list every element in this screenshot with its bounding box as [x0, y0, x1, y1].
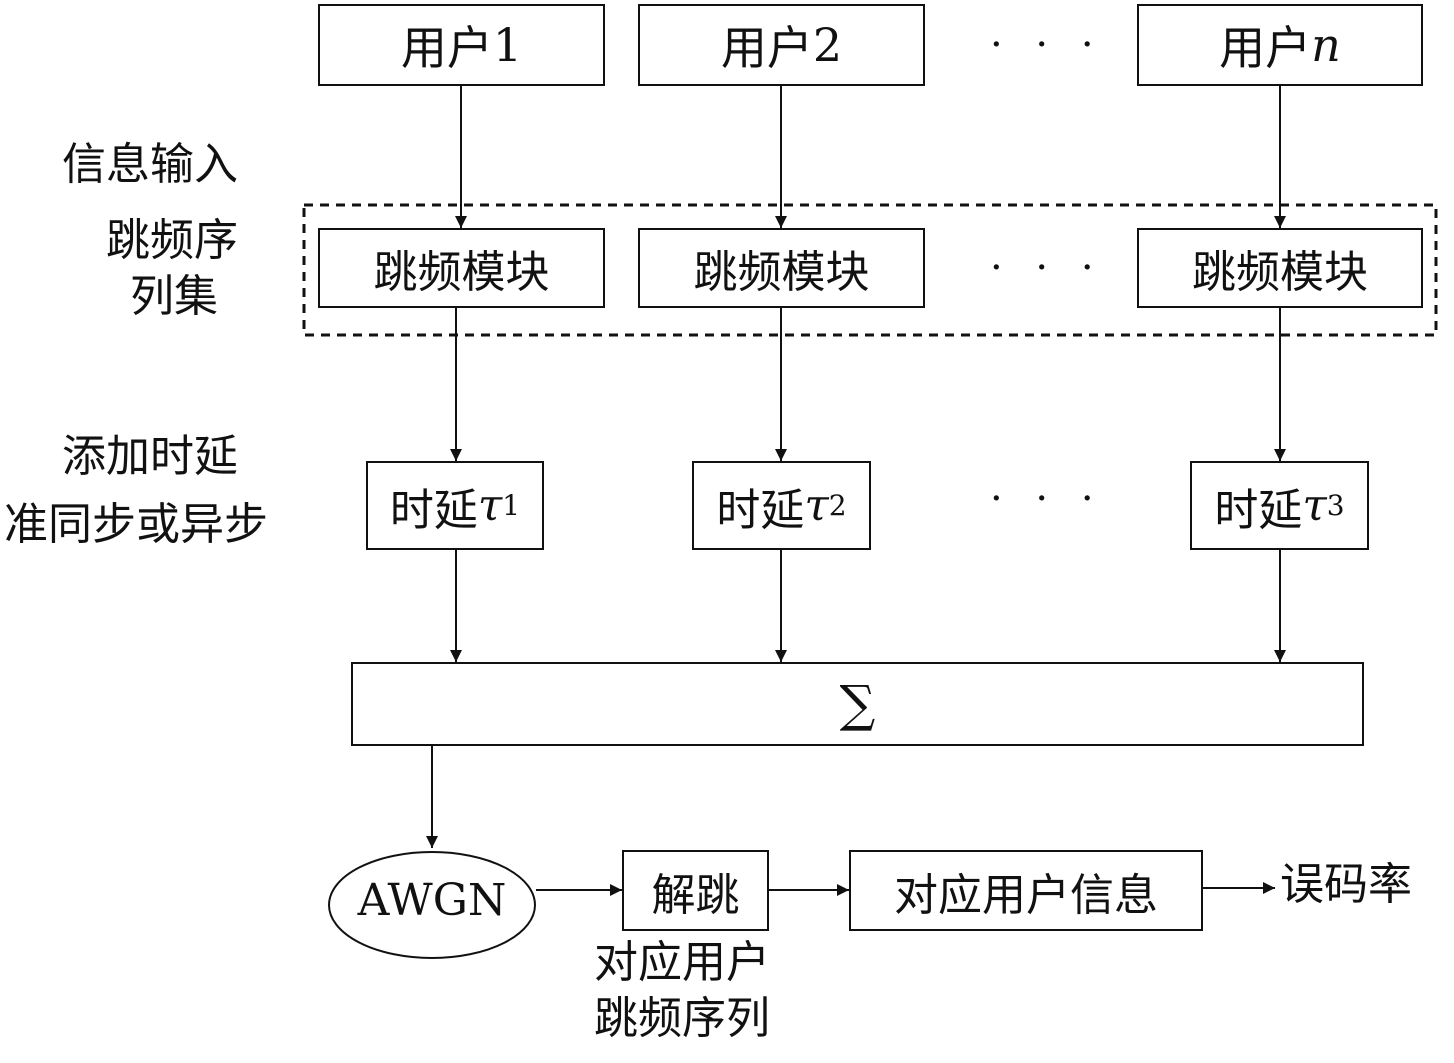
- delay-label-3: 时延: [1214, 484, 1303, 536]
- dehop-note-line1: 对应用户: [594, 937, 770, 988]
- hop-set-label-line2: 列集: [130, 271, 218, 322]
- user-index-1: 1: [492, 18, 523, 72]
- dehop-note-line2: 跳频序列: [594, 993, 770, 1044]
- hop-module-1: 跳频模块: [318, 228, 605, 308]
- hop-sequence-set-boundary: [302, 203, 1438, 337]
- ellipsis-delay: · · ·: [990, 476, 1104, 522]
- delay-symbol-2: τ: [804, 480, 829, 531]
- dehop-box: 解跳: [622, 850, 769, 931]
- ellipsis-users: · · ·: [990, 22, 1104, 68]
- hop-module-2: 跳频模块: [638, 228, 925, 308]
- user-label-2: 用户: [720, 21, 813, 75]
- delay-label-2: 时延: [716, 484, 805, 536]
- user-label-n: 用户: [1219, 21, 1312, 75]
- ellipsis-hop: · · ·: [990, 245, 1104, 291]
- add-delay-label: 添加时延: [62, 431, 238, 482]
- awgn-label: AWGN: [357, 875, 507, 926]
- awgn-ellipse: [328, 851, 536, 959]
- user-label-1: 用户: [400, 21, 493, 75]
- hop-module-n: 跳频模块: [1137, 228, 1423, 308]
- delay-sub-2: 2: [828, 489, 847, 522]
- user-index-n: n: [1311, 18, 1341, 72]
- delay-sub-1: 1: [502, 489, 521, 522]
- user-info-box: 对应用户信息: [849, 850, 1203, 931]
- delay-label-1: 时延: [389, 484, 478, 536]
- hop-set-label-line1: 跳频序: [106, 215, 238, 266]
- delay-symbol-3: τ: [1302, 480, 1327, 531]
- info-input-label: 信息输入: [62, 139, 238, 190]
- sum-box: ∑: [351, 662, 1364, 746]
- sync-async-label: 准同步或异步: [4, 499, 268, 550]
- sum-symbol: ∑: [839, 675, 876, 733]
- delay-sub-3: 3: [1326, 489, 1345, 522]
- delay-symbol-1: τ: [477, 480, 503, 531]
- user-index-2: 2: [812, 18, 843, 72]
- ber-label: 误码率: [1280, 859, 1412, 910]
